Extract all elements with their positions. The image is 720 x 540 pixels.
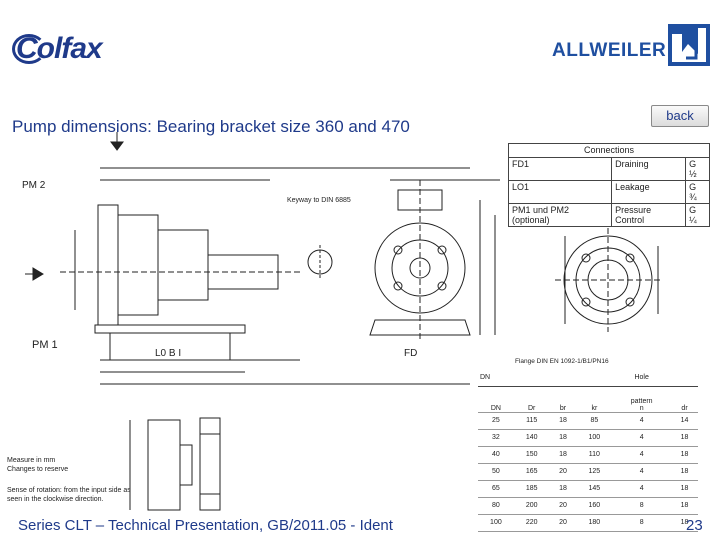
connection-code: PM1 und PM2 (optional) <box>507 203 613 227</box>
flange-cell: 145 <box>576 480 613 498</box>
flange-cell: 20 <box>549 514 577 532</box>
flange-cell: 18 <box>549 480 577 498</box>
lo-label: L0 B I <box>155 348 182 359</box>
page-number: 23 <box>686 517 703 534</box>
connection-size: G ½ <box>685 157 710 181</box>
flange-cell: 4 <box>612 429 672 447</box>
flange-col-n-label: n <box>639 404 644 412</box>
flange-cell: 200 <box>513 497 550 515</box>
flange-cell: 32 <box>478 429 514 447</box>
flange-cell: 165 <box>513 463 550 481</box>
connection-name: Leakage <box>611 180 687 204</box>
flange-cell: 115 <box>513 412 550 430</box>
flange-cell: 140 <box>513 429 550 447</box>
flange-cell: 50 <box>478 463 514 481</box>
flange-cell: 25 <box>478 412 514 430</box>
colfax-logo: Colfax <box>12 28 112 68</box>
flange-cell: 4 <box>612 480 672 498</box>
flange-header-hole: Hole <box>612 370 672 387</box>
flange-cell: 100 <box>576 429 613 447</box>
flange-cell: 18 <box>671 446 698 464</box>
colfax-swoosh-icon <box>12 34 46 64</box>
flange-col-dn: DN <box>478 386 514 413</box>
flange-col-dr: Dr <box>513 386 550 413</box>
rotation-note: Sense of rotation: from the input side a… <box>7 487 131 503</box>
flange-col-br: br <box>549 386 577 413</box>
flange-cell: 185 <box>513 480 550 498</box>
connection-row: LO1 Leakage G ¾ <box>507 180 710 204</box>
flange-col-d: dr <box>671 386 698 413</box>
flange-cell: 4 <box>612 463 672 481</box>
flange-cell: 65 <box>478 480 514 498</box>
pm1-label: PM 1 <box>32 339 58 351</box>
flange-cell: 20 <box>549 463 577 481</box>
connection-size: G ¼ <box>685 203 710 227</box>
flange-cell: 14 <box>671 412 698 430</box>
connections-table: Connections FD1 Draining G ½ LO1 Leakage… <box>507 143 710 227</box>
flange-cell: 4 <box>612 446 672 464</box>
measure-note-text: Measure in mm Changes to reserve <box>7 457 69 473</box>
connection-size: G ¾ <box>685 180 710 204</box>
flange-cell: 18 <box>671 429 698 447</box>
flange-cell: 160 <box>576 497 613 515</box>
allweiler-mark-icon <box>668 24 710 66</box>
flange-cell: 18 <box>671 463 698 481</box>
flange-cell: 18 <box>671 497 698 515</box>
flange-cell: 18 <box>549 429 577 447</box>
flange-caption: Flange DIN EN 1092-1/B1/PN16 <box>515 358 609 365</box>
flange-cell: 180 <box>576 514 613 532</box>
flange-cell: 18 <box>671 480 698 498</box>
flange-header-dn: DN <box>478 370 514 387</box>
flange-cell: 150 <box>513 446 550 464</box>
connection-name: Pressure Control <box>611 203 687 227</box>
flange-header-pattern: pattern <box>630 397 653 405</box>
flange-cell: 4 <box>612 412 672 430</box>
flange-cell: 85 <box>576 412 613 430</box>
flange-cell: 18 <box>549 412 577 430</box>
measure-note: Measure in mm Changes to reserve <box>7 456 68 474</box>
connection-row: FD1 Draining G ½ <box>507 157 710 181</box>
connection-row: PM1 und PM2 (optional) Pressure Control … <box>507 203 710 227</box>
flange-cell: 125 <box>576 463 613 481</box>
flange-col-n: pattern n <box>612 386 672 413</box>
flange-cell: 8 <box>612 514 672 532</box>
flange-cell: 220 <box>513 514 550 532</box>
connections-title: Connections <box>508 143 710 158</box>
flange-cell: 8 <box>612 497 672 515</box>
colfax-logo-text: Colfax <box>16 32 103 65</box>
flange-cell: 40 <box>478 446 514 464</box>
connection-code: LO1 <box>507 180 613 204</box>
flange-cell: 18 <box>671 514 698 532</box>
page-title: Pump dimensions: Bearing bracket size 36… <box>12 117 410 136</box>
pm2-label: PM 2 <box>22 180 46 191</box>
flange-cell: 110 <box>576 446 613 464</box>
connection-code: FD1 <box>507 157 613 181</box>
back-button[interactable]: back <box>651 105 709 127</box>
flange-cell: 100 <box>478 514 514 532</box>
keyway-label: Keyway to DIN 6885 <box>287 197 351 204</box>
allweiler-logo: ALLWEILER <box>552 24 712 68</box>
footer-text: Series CLT – Technical Presentation, GB/… <box>18 517 393 534</box>
flange-col-kr: kr <box>576 386 613 413</box>
allweiler-logo-text: ALLWEILER <box>552 40 667 61</box>
flange-cell: 80 <box>478 497 514 515</box>
flange-cell: 18 <box>549 446 577 464</box>
flange-cell: 20 <box>549 497 577 515</box>
fd-label: FD <box>404 348 418 359</box>
connection-name: Draining <box>611 157 687 181</box>
